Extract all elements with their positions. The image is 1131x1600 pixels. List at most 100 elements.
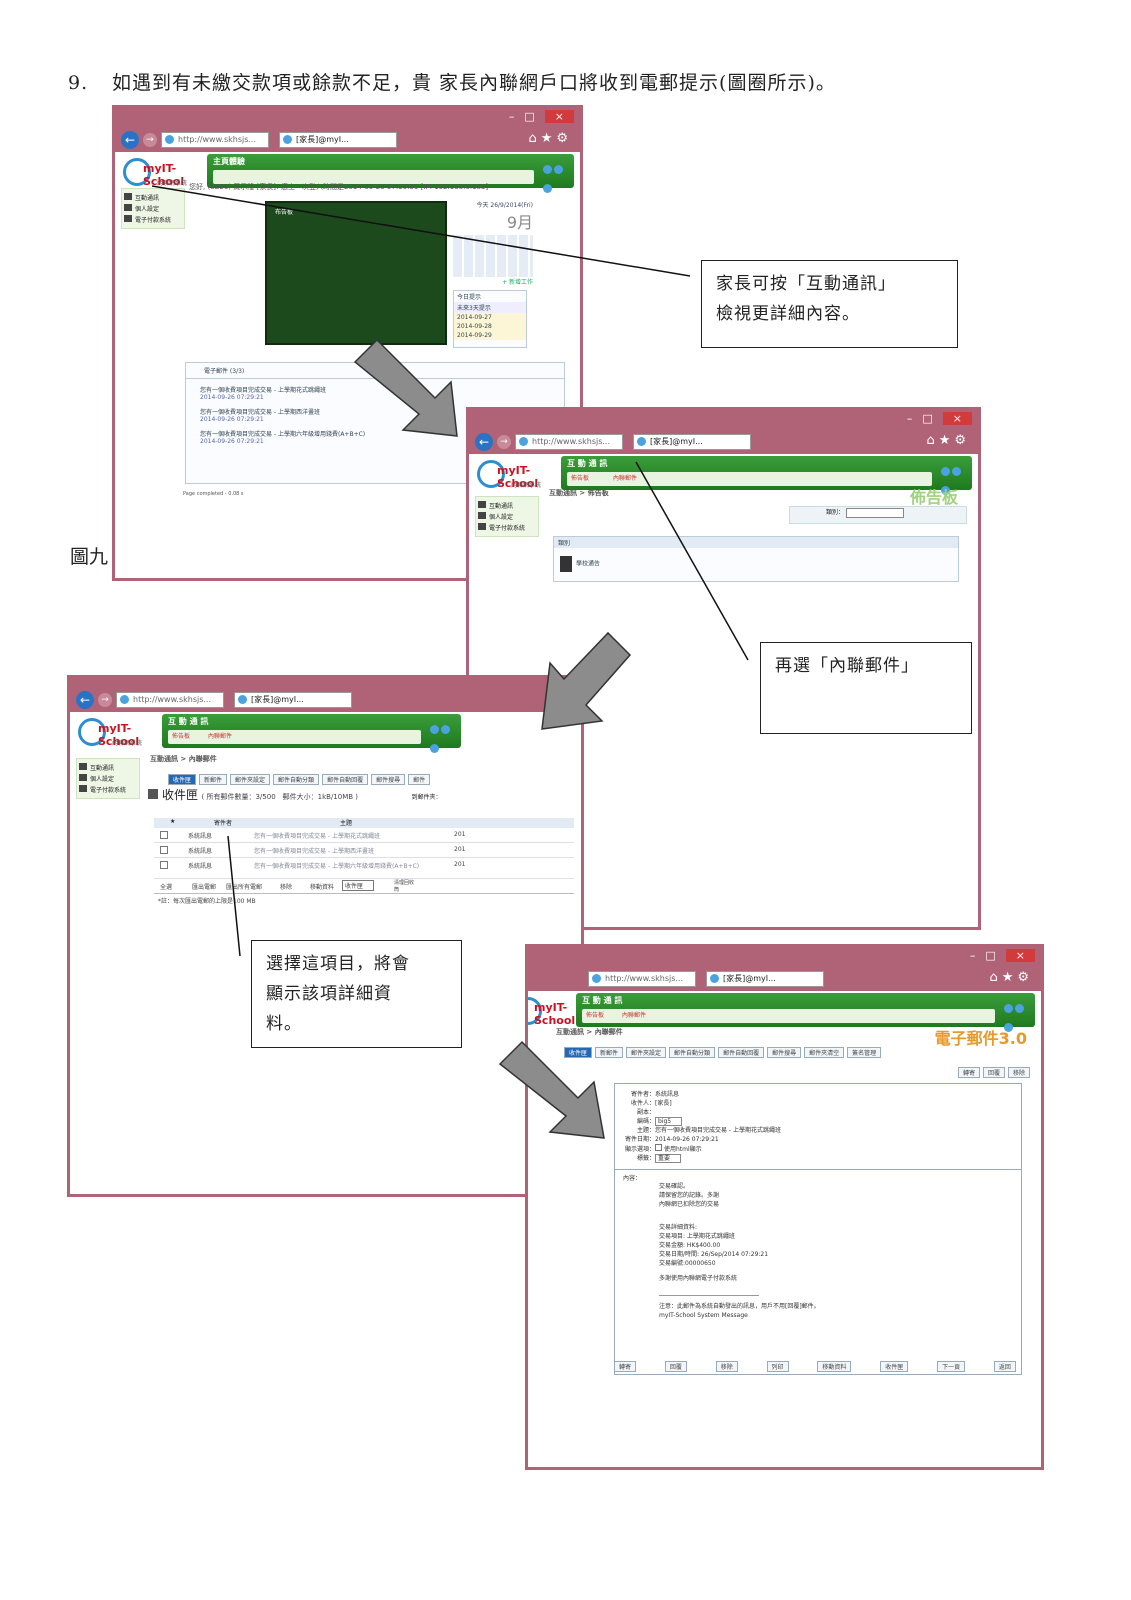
folder-select[interactable]: 收件匣 [880, 1361, 909, 1372]
menu-home[interactable]: 主頁體驗 [213, 157, 245, 166]
tab-inbox[interactable]: 收件匣 [564, 1047, 593, 1058]
forward-arrow-icon[interactable]: → [143, 133, 157, 147]
browser-tab[interactable]: [家長]@myI... [234, 692, 352, 708]
sidebar-item-settings[interactable]: 個人設定 [478, 512, 536, 521]
category-item[interactable]: 學校通告 [554, 548, 958, 580]
address-bar[interactable]: http://www.skhsjs... [515, 434, 623, 450]
email-item[interactable]: 您有一個收費項目完成交易 - 上學期六年級增用錢費(A+B+C)2014-09-… [200, 431, 366, 445]
reply-button[interactable]: 回覆 [983, 1067, 1006, 1078]
sidebar-item-payment[interactable]: 電子付款系統 [124, 215, 182, 224]
row-checkbox[interactable] [160, 831, 168, 839]
back-arrow-icon[interactable]: ← [76, 691, 94, 709]
empty-trash-button[interactable]: 清理回收筒 [394, 880, 415, 893]
forward-button[interactable]: 轉寄 [958, 1067, 981, 1078]
table-row[interactable]: 系統訊息 您有一個收費項目完成交易 - 上學期六年級增用錢費(A+B+C) 20… [154, 858, 574, 879]
tab-new-mail[interactable]: 新郵件 [199, 774, 228, 785]
big-arrow-down-right-2 [498, 1040, 605, 1139]
tab-signature[interactable]: 簽名管理 [847, 1047, 882, 1058]
submenu-intranet-mail[interactable]: 內聯郵件 [208, 733, 233, 740]
next-page-button[interactable]: 下一頁 [937, 1361, 966, 1372]
menu-interactive[interactable]: 互 動 通 訊 [567, 459, 608, 468]
home-star-gear-icon[interactable]: ⌂★⚙ [926, 433, 970, 448]
big-arrow-down-left [541, 631, 632, 730]
col-subject[interactable]: 主題 [340, 820, 353, 827]
forward-arrow-icon[interactable]: → [497, 435, 511, 449]
print-button[interactable]: 列印 [766, 1361, 789, 1372]
address-bar[interactable]: http://www.skhsjs... [588, 971, 696, 987]
tab-auto-reply[interactable]: 郵件自動回覆 [322, 774, 369, 785]
forward-button[interactable]: 轉寄 [614, 1361, 637, 1372]
help-icon[interactable] [429, 720, 455, 753]
main-menu-bar: 主頁體驗 [207, 154, 574, 193]
browser-tab[interactable]: [家長]@myI... [279, 132, 397, 148]
folder-select[interactable]: 收件匣 [342, 880, 375, 891]
select-all-checkbox[interactable]: 全選 [160, 884, 173, 891]
help-icon[interactable] [542, 160, 568, 193]
calendar-month: 9月 [506, 213, 533, 232]
sidebar-item-interactive[interactable]: 互動通訊 [124, 193, 182, 202]
back-arrow-icon[interactable]: ← [121, 131, 139, 149]
main-menu-bar: 互 動 通 訊 佈告板 內聯郵件 [162, 714, 461, 753]
sidebar-item-interactive[interactable]: 互動通訊 [79, 763, 137, 772]
col-sender[interactable]: 寄件者 [214, 820, 233, 827]
table-row[interactable]: 系統訊息 您有一個收費項目完成交易 - 上學期花式跳繩班 201 [154, 828, 574, 843]
menu-interactive[interactable]: 互 動 通 訊 [582, 996, 623, 1005]
forward-arrow-icon[interactable]: → [98, 693, 112, 707]
export-all-button[interactable]: 匯出所有電郵 [226, 884, 263, 891]
mail-tabs: 收件匣 新郵件 郵件夾設定 郵件自動分類 郵件自動回覆 郵件搜尋 郵件 [168, 774, 431, 785]
address-bar[interactable]: http://www.skhsjs... [161, 132, 269, 148]
sidebar-item-payment[interactable]: 電子付款系統 [478, 523, 536, 532]
encoding-select[interactable]: big5 [655, 1117, 683, 1126]
row-checkbox[interactable] [160, 846, 168, 854]
tab-new-mail[interactable]: 新郵件 [595, 1047, 624, 1058]
inbox-actions: 全選 匯出電郵 匯出所有電郵 移除 移動資料 收件匣 清理回收筒 [154, 879, 574, 894]
html-checkbox[interactable] [655, 1144, 662, 1151]
tab-auto-sort[interactable]: 郵件自動分類 [669, 1047, 716, 1058]
back-arrow-icon[interactable]: ← [475, 433, 493, 451]
category-select[interactable] [845, 507, 904, 518]
label-select[interactable]: 重要 [655, 1154, 682, 1163]
submenu-noticeboard[interactable]: 佈告板 [172, 733, 191, 740]
submenu-intranet-mail[interactable]: 內聯郵件 [622, 1012, 647, 1019]
browser-tab[interactable]: [家長]@myI... [633, 434, 751, 450]
address-bar[interactable]: http://www.skhsjs... [116, 692, 224, 708]
delete-button[interactable]: 移除 [715, 1361, 738, 1372]
tab-inbox[interactable]: 收件匣 [168, 774, 197, 785]
tab-more[interactable]: 郵件 [408, 774, 431, 785]
submenu-noticeboard[interactable]: 佈告板 [586, 1012, 605, 1019]
home-star-gear-icon[interactable]: ⌂★⚙ [989, 970, 1033, 985]
tab-auto-sort[interactable]: 郵件自動分類 [273, 774, 320, 785]
menu-interactive[interactable]: 互 動 通 訊 [168, 717, 209, 726]
main-menu-bar: 互 動 通 訊 佈告板 內聯郵件 [576, 993, 1035, 1032]
tab-auto-reply[interactable]: 郵件自動回覆 [718, 1047, 765, 1058]
sidebar-item-interactive[interactable]: 互動通訊 [478, 501, 536, 510]
home-star-gear-icon[interactable]: ⌂★⚙ [528, 131, 572, 146]
tab-folder-settings[interactable]: 郵件夾設定 [230, 774, 271, 785]
email-banner: 電子郵件3.0 [934, 1029, 1027, 1048]
table-row[interactable]: 系統訊息 您有一個收費項目完成交易 - 上學期西洋畫班 201 [154, 843, 574, 858]
sidebar-item-settings[interactable]: 個人設定 [124, 204, 182, 213]
browser-tab[interactable]: [家長]@myI... [706, 971, 824, 987]
tab-search[interactable]: 郵件搜尋 [767, 1047, 802, 1058]
submenu-intranet-mail[interactable]: 內聯郵件 [613, 475, 638, 482]
remove-button[interactable]: 移除 [280, 884, 293, 891]
tab-folder-settings[interactable]: 郵件夾設定 [626, 1047, 667, 1058]
export-mail-button[interactable]: 匯出電郵 [192, 884, 217, 891]
move-label: 移動資料 [817, 1361, 852, 1372]
tab-search[interactable]: 郵件搜尋 [371, 774, 406, 785]
delete-button[interactable]: 移除 [1008, 1067, 1031, 1078]
sidebar-item-payment[interactable]: 電子付款系統 [79, 785, 137, 794]
submenu-noticeboard[interactable]: 佈告板 [571, 475, 590, 482]
mail-bottom-bar: 轉寄 回覆 移除 列印 移動資料 收件匣 下一頁 返回 [614, 1361, 1016, 1372]
help-icon[interactable] [1003, 999, 1029, 1032]
row-checkbox[interactable] [160, 861, 168, 869]
help-icon[interactable] [940, 462, 966, 495]
tab-empty-folder[interactable]: 郵件夾清空 [804, 1047, 845, 1058]
sidebar-item-settings[interactable]: 個人設定 [79, 774, 137, 783]
back-button[interactable]: 返回 [993, 1361, 1016, 1372]
reply-button[interactable]: 回覆 [664, 1361, 687, 1372]
calendar-grid[interactable] [453, 235, 533, 277]
add-task-link[interactable]: + 新增工作 [502, 279, 533, 286]
